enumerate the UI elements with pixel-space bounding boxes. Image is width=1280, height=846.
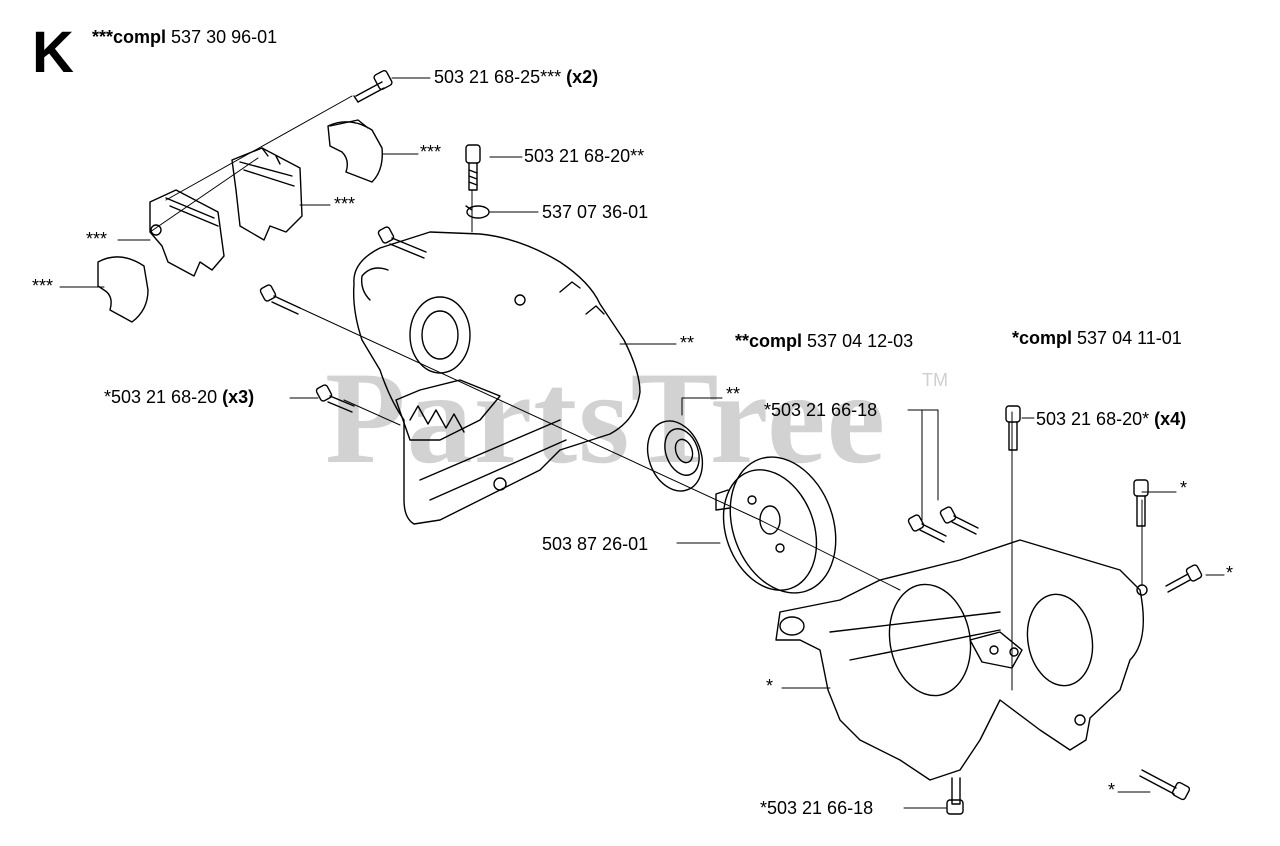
callout-13: * xyxy=(1180,478,1188,498)
callout-8: ** xyxy=(680,333,695,353)
callout-3: 503 21 68-20** xyxy=(524,146,645,166)
cylinder-lower xyxy=(149,189,225,277)
callout-text: 503 21 68-20* xyxy=(1036,409,1150,429)
assembly-prefix: **compl xyxy=(735,331,803,351)
bolt-top-left xyxy=(353,70,393,103)
screw-top-center xyxy=(465,144,481,191)
assembly-part: 537 04 12-03 xyxy=(807,331,914,351)
cylinder-shell-bottom xyxy=(97,256,149,323)
callout-18: *503 21 66-18 xyxy=(760,798,874,818)
assembly-label-2: **compl 537 04 12-03 xyxy=(735,331,913,351)
callout-qty: (x2) xyxy=(566,67,599,87)
bolt-left-lower xyxy=(315,384,355,413)
screw-far-right xyxy=(1133,479,1149,527)
circlip xyxy=(465,205,490,219)
section-letter: K xyxy=(32,20,74,85)
callout-10: ** xyxy=(726,384,741,404)
cylinder-middle xyxy=(231,147,303,241)
callout-12: 503 21 68-20* (x4) xyxy=(1036,409,1186,429)
callout-4: *** xyxy=(334,194,356,214)
callout-qty: (x4) xyxy=(1154,409,1187,429)
callout-6: *** xyxy=(86,229,108,249)
callout-1: 503 21 68-25*** (x2) xyxy=(434,67,598,87)
bolt-left-middle xyxy=(259,284,301,315)
crankcase-half-left xyxy=(352,231,641,525)
bolt-far-right xyxy=(1165,564,1203,593)
assembly-prefix: ***compl xyxy=(92,27,167,47)
assembly-label-1: ***compl 537 30 96-01 xyxy=(92,27,277,47)
bolt-bottom-right xyxy=(1139,769,1191,801)
cylinder-shell-top xyxy=(327,119,383,183)
callout-7: *** xyxy=(32,276,54,296)
callout-text: 503 21 68-25*** xyxy=(434,67,562,87)
callout-9: *503 21 68-20 (x3) xyxy=(104,387,254,407)
screw-right-vertical xyxy=(1005,405,1021,451)
callout-16: * xyxy=(766,676,774,696)
callout-14: * xyxy=(1226,563,1234,583)
clutch-drum xyxy=(715,456,837,594)
leader-lines xyxy=(59,77,1225,809)
callout-5: 537 07 36-01 xyxy=(542,202,649,222)
assembly-part: 537 04 11-01 xyxy=(1077,328,1182,348)
assembly-prefix: *compl xyxy=(1012,328,1073,348)
callout-2: *** xyxy=(420,142,442,162)
bolt-pair-right xyxy=(907,506,979,543)
crankcase-half-right xyxy=(775,539,1148,781)
callout-11: *503 21 66-18 xyxy=(764,400,878,420)
bolt-left-upper xyxy=(377,226,427,259)
assembly-label-3: *compl 537 04 11-01 xyxy=(1012,328,1182,348)
callout-17: * xyxy=(1108,780,1116,800)
screw-bottom xyxy=(946,777,964,815)
bearing xyxy=(646,420,704,492)
callout-15: 503 87 26-01 xyxy=(542,534,649,554)
watermark-trademark: TM xyxy=(922,370,948,390)
assembly-part: 537 30 96-01 xyxy=(171,27,278,47)
callout-text: *503 21 68-20 xyxy=(104,387,218,407)
callout-qty: (x3) xyxy=(222,387,255,407)
